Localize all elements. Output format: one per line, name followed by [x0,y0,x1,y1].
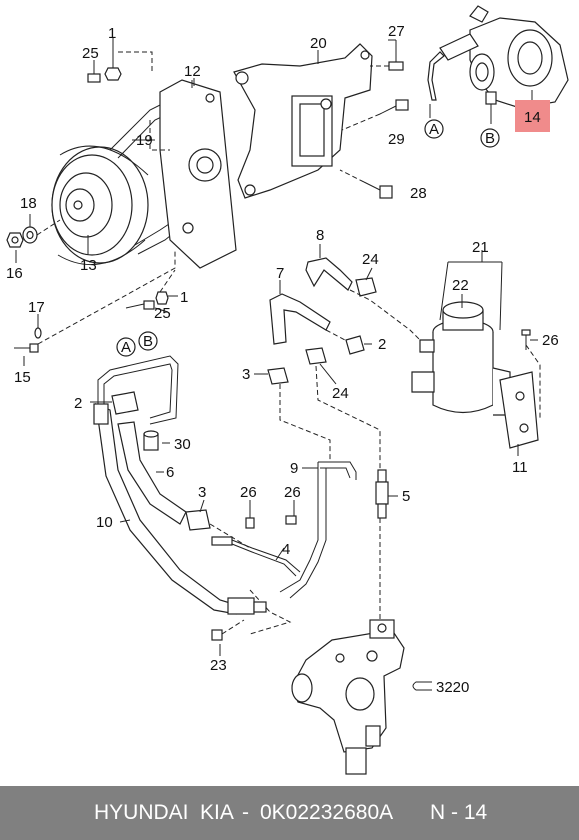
connector-b-left-label: B [143,333,153,350]
callout-5: 5 [402,488,410,505]
nut-1-top [104,45,122,81]
bolt-25-mid [125,300,155,310]
callout-14-highlight [515,90,550,132]
bolt-25-top [87,60,101,83]
connector-b-top-label: B [485,130,495,147]
fitting-5 [375,469,389,519]
connector-b-top [480,128,500,148]
callout-4: 4 [282,541,290,558]
clamp-24-mid [305,347,327,365]
callout-21: 21 [472,239,489,256]
callout-10: 10 [96,514,113,531]
footer-part-number: 0K02232680A [260,801,394,824]
callout-24-top: 24 [362,251,379,268]
screw-26-reservoir [521,329,531,350]
connector-a-top [424,119,444,139]
bracket-12 [159,79,237,269]
return-line-9 [279,461,357,599]
high-pressure-hose-10 [93,403,267,615]
footer-ref-label: N - 14 [430,801,488,824]
nut-1-mid [155,291,169,305]
power-steering-pump-14 [439,5,569,109]
callout-15: 15 [14,369,31,386]
callout-20: 20 [310,35,327,52]
callout-6: 6 [166,464,174,481]
connector-a-top-label: A [429,121,439,138]
callout-23: 23 [210,657,227,674]
footer-brand: HYUNDAI [94,801,189,824]
callout-18: 18 [20,195,37,212]
connector-b-left [138,331,158,351]
steering-gear-box [291,619,405,775]
bolt-29 [379,99,409,115]
callout-7: 7 [276,265,284,282]
callout-26-right: 26 [284,484,301,501]
callout-2-mid: 2 [378,336,386,353]
nut-16 [6,232,24,248]
bracket-20 [233,43,373,199]
pressure-pipe-to-b [97,355,179,425]
parts-diagram: 1 25 12 20 27 29 28 19 18 16 13 17 15 1 … [6,5,569,775]
callout-26-reservoir: 26 [542,332,559,349]
callout-16: 16 [6,265,23,282]
callout-25-top: 25 [82,45,99,62]
pressure-line-4 [211,536,301,577]
callout-2-left: 2 [74,395,82,412]
clamp-3-mid [267,367,289,385]
clamp-2-left [111,391,139,415]
clamp-2-mid [345,335,365,355]
callout-30: 30 [174,436,191,453]
callout-11: 11 [512,459,528,476]
grommet-30 [143,430,159,451]
callout-27: 27 [388,23,405,40]
hose-8 [305,257,353,291]
callout-14: 14 [524,109,541,126]
callout-25-mid: 25 [154,305,171,322]
bolt-26-right [285,504,297,525]
reservoir-21 [411,301,511,416]
callout-8: 8 [316,227,324,244]
clamp-24-top [355,277,377,297]
callout-3220: 3220 [436,679,469,696]
callout-26-left: 26 [240,484,257,501]
callout-17: 17 [28,299,45,316]
washer-17 [34,327,42,339]
callout-24-mid: 24 [332,385,349,402]
footer-make: KIA [200,801,234,824]
callout-12: 12 [184,63,201,80]
leader-lines [15,38,538,656]
callout-13: 13 [80,257,97,274]
footer-bar: HYUNDAI KIA - 0K02232680A N - 14 [0,786,579,840]
callout-3-left: 3 [198,484,206,501]
callout-1-top: 1 [108,25,116,42]
connector-a-left [116,337,136,357]
bolt-27 [388,40,404,71]
callout-22: 22 [452,277,469,294]
bolt-26-left [245,504,255,529]
callout-29: 29 [388,131,405,148]
bolt-15 [14,343,39,353]
hose-7 [269,293,331,345]
bolt-28 [363,181,393,199]
callout-3-mid: 3 [242,366,250,383]
callout-19: 19 [136,132,153,149]
footer-separator: - [242,801,249,824]
clamp-3-left [185,509,211,531]
pulley-13 [51,145,149,266]
washer-18 [22,226,38,244]
callout-labels: 1 25 12 20 27 29 28 19 18 16 13 17 15 1 … [6,23,559,696]
connector-letters: A B A B [121,121,495,356]
reference-arrow-3220 [412,681,432,691]
pump-hose-to-a [427,51,445,101]
callout-28: 28 [410,185,427,202]
callout-9: 9 [290,460,298,477]
connector-a-left-label: A [121,339,131,356]
callout-1-mid: 1 [180,289,188,306]
reservoir-bracket-11 [499,371,539,449]
